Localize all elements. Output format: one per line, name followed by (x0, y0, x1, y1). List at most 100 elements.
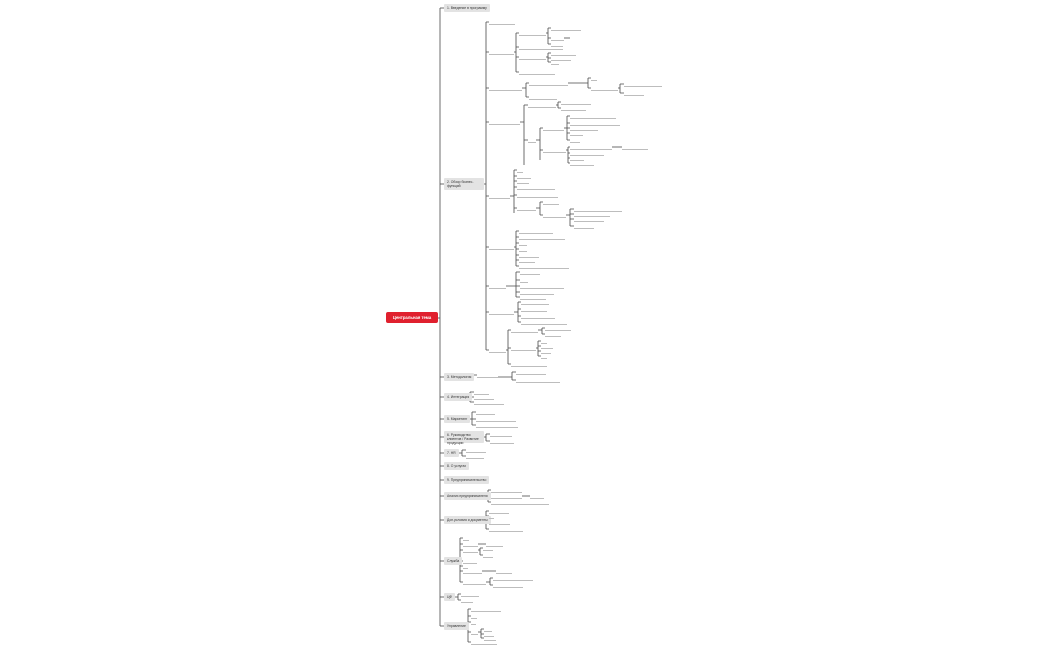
leaf-node[interactable] (520, 278, 528, 283)
leaf-node[interactable] (489, 527, 523, 532)
leaf-node[interactable] (528, 138, 536, 143)
leaf-node[interactable] (474, 400, 504, 405)
leaf-node[interactable] (543, 213, 566, 218)
leaf-node[interactable] (490, 439, 514, 444)
leaf-node[interactable] (517, 179, 529, 184)
leaf-node[interactable] (570, 121, 620, 126)
leaf-node[interactable] (529, 81, 568, 86)
leaf-node[interactable] (516, 378, 560, 383)
leaf-node[interactable] (570, 151, 604, 156)
leaf-node[interactable] (489, 509, 509, 514)
leaf-node[interactable] (463, 580, 486, 585)
branch-6[interactable]: 6. Руководство клиентов / Развитие проду… (444, 431, 484, 445)
leaf-node[interactable] (493, 576, 533, 581)
leaf-node[interactable] (541, 339, 547, 344)
branch-11[interactable]: Доп.условия и документы (444, 516, 491, 524)
branch-13[interactable]: ЦФ (444, 593, 456, 601)
branch-9[interactable]: 9. Предпринимательство (444, 476, 490, 484)
leaf-node[interactable] (521, 307, 547, 312)
branch-14[interactable]: Управление (444, 622, 469, 630)
leaf-node[interactable] (489, 520, 510, 525)
leaf-node[interactable] (489, 514, 494, 519)
leaf-node[interactable] (461, 592, 479, 597)
leaf-node[interactable] (483, 546, 493, 551)
leaf-node[interactable] (489, 310, 514, 315)
leaf-node[interactable] (489, 348, 506, 353)
leaf-node[interactable] (474, 390, 489, 395)
leaf-node[interactable] (570, 126, 598, 131)
leaf-node[interactable] (519, 235, 565, 240)
leaf-node[interactable] (511, 346, 536, 351)
leaf-node[interactable] (471, 620, 476, 625)
leaf-node[interactable] (541, 344, 553, 349)
leaf-node[interactable] (574, 224, 594, 229)
leaf-node[interactable] (517, 193, 558, 198)
leaf-node[interactable] (484, 632, 494, 637)
leaf-node[interactable] (519, 229, 553, 234)
leaf-node[interactable] (561, 106, 586, 111)
leaf-node[interactable] (624, 82, 662, 87)
leaf-node[interactable] (471, 614, 477, 619)
leaf-node[interactable] (519, 258, 535, 263)
leaf-node[interactable] (519, 45, 563, 50)
leaf-node[interactable] (521, 300, 549, 305)
leaf-node[interactable] (489, 194, 510, 199)
leaf-node[interactable] (521, 314, 555, 319)
leaf-node[interactable] (491, 500, 549, 505)
leaf-node[interactable] (519, 70, 555, 75)
leaf-node[interactable] (491, 494, 522, 499)
leaf-node[interactable] (551, 42, 563, 47)
central-topic[interactable]: Центральная тема (386, 312, 438, 323)
leaf-node[interactable] (570, 156, 584, 161)
leaf-node[interactable] (541, 354, 547, 359)
leaf-node[interactable] (543, 200, 559, 205)
leaf-node[interactable] (496, 569, 512, 574)
leaf-node[interactable] (551, 36, 564, 41)
leaf-node[interactable] (561, 100, 591, 105)
leaf-node[interactable] (541, 349, 551, 354)
leaf-node[interactable] (477, 373, 498, 378)
leaf-node[interactable] (471, 630, 478, 635)
leaf-node[interactable] (474, 395, 494, 400)
leaf-node[interactable] (489, 120, 520, 125)
leaf-node[interactable] (493, 583, 523, 588)
leaf-node[interactable] (570, 145, 612, 150)
leaf-node[interactable] (471, 607, 501, 612)
leaf-node[interactable] (574, 212, 610, 217)
leaf-node[interactable] (574, 207, 622, 212)
leaf-node[interactable] (521, 320, 567, 325)
leaf-node[interactable] (519, 241, 527, 246)
leaf-node[interactable] (551, 26, 581, 31)
leaf-node[interactable] (545, 326, 571, 331)
leaf-node[interactable] (519, 247, 527, 252)
leaf-node[interactable] (484, 627, 492, 632)
leaf-node[interactable] (461, 598, 473, 603)
leaf-node[interactable] (489, 86, 522, 91)
leaf-node[interactable] (570, 161, 594, 166)
leaf-node[interactable] (463, 548, 478, 553)
leaf-node[interactable] (466, 454, 484, 459)
leaf-node[interactable] (489, 50, 514, 55)
leaf-node[interactable] (545, 332, 561, 337)
leaf-node[interactable] (483, 553, 493, 558)
leaf-node[interactable] (517, 174, 531, 179)
leaf-node[interactable] (463, 542, 478, 547)
branch-4[interactable]: 4. Интеграция (444, 393, 473, 401)
leaf-node[interactable] (466, 448, 486, 453)
leaf-node[interactable] (463, 564, 468, 569)
branch-3[interactable]: 3. Методология (444, 373, 475, 381)
branch-12[interactable]: Служба (444, 557, 463, 565)
branch-7[interactable]: 7. HR (444, 449, 459, 457)
leaf-node[interactable] (490, 432, 512, 437)
leaf-node[interactable] (529, 95, 557, 100)
leaf-node[interactable] (489, 20, 515, 25)
leaf-node[interactable] (570, 131, 583, 136)
leaf-node[interactable] (476, 417, 516, 422)
leaf-node[interactable] (471, 640, 497, 645)
leaf-node[interactable] (520, 295, 546, 300)
leaf-node[interactable] (476, 423, 518, 428)
leaf-node[interactable] (484, 636, 496, 641)
leaf-node[interactable] (519, 264, 569, 269)
leaf-node[interactable] (570, 114, 616, 119)
leaf-node[interactable] (519, 55, 546, 60)
